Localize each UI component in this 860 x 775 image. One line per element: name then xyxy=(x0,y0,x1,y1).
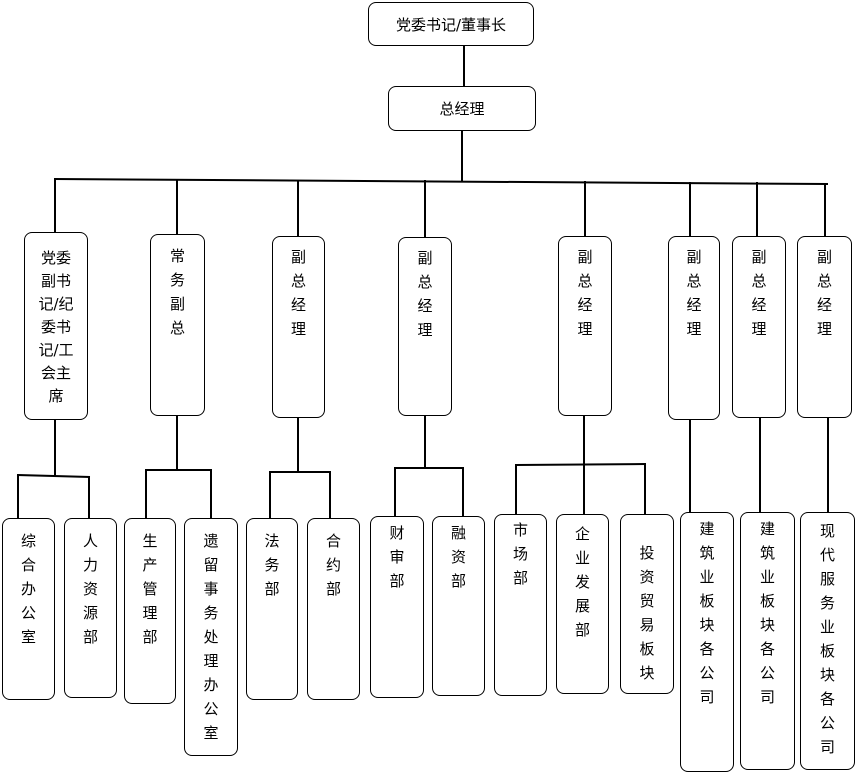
node-label: 人力资源部 xyxy=(82,532,98,646)
node-human-resources: 人力资源部 xyxy=(64,518,117,698)
node-investment-trade-sector: 投资贸易板块 xyxy=(620,514,674,694)
node-label: 建筑业板块各公司 xyxy=(759,520,775,706)
node-label: 生产管理部 xyxy=(142,532,158,646)
node-label: 副总经理 xyxy=(577,248,593,338)
node-label: 副总经理 xyxy=(686,248,702,338)
node-vice-general-manager-5: 副总经理 xyxy=(732,236,786,418)
node-label: 财审部 xyxy=(389,524,405,590)
connector-deputy-1-branch xyxy=(16,473,91,479)
node-label: 党委副书记/纪委书记/工会主席 xyxy=(38,249,74,405)
node-label: 党委书记/董事长 xyxy=(395,15,507,34)
node-construction-companies-1: 建筑业板块各公司 xyxy=(680,512,734,772)
connector-deputy-5-branch xyxy=(514,462,647,467)
node-party-secretary-chairman: 党委书记/董事长 xyxy=(368,2,534,46)
node-label: 现代服务业板块各公司 xyxy=(819,522,835,756)
node-label: 遗留事务处理办公室 xyxy=(203,532,219,742)
node-label: 投资贸易板块 xyxy=(639,544,655,682)
node-enterprise-development-department: 企业发展部 xyxy=(556,514,609,694)
node-vice-general-manager-4: 副总经理 xyxy=(668,236,720,420)
node-label: 建筑业板块各公司 xyxy=(699,520,715,706)
main-bus-line xyxy=(53,177,829,186)
node-label: 市场部 xyxy=(512,521,528,587)
node-label: 综合办公室 xyxy=(20,532,36,646)
node-marketing-department: 市场部 xyxy=(494,514,547,696)
node-executive-vice-president: 常务副总 xyxy=(150,234,205,416)
node-financing-department: 融资部 xyxy=(432,516,485,696)
node-label: 企业发展部 xyxy=(574,525,590,639)
node-general-manager: 总经理 xyxy=(388,86,536,131)
node-vice-general-manager-1: 副总经理 xyxy=(272,236,325,418)
node-label: 副总经理 xyxy=(816,248,832,338)
node-modern-services-companies: 现代服务业板块各公司 xyxy=(800,512,855,770)
node-construction-companies-2: 建筑业板块各公司 xyxy=(740,512,795,770)
node-label: 常务副总 xyxy=(169,247,185,337)
node-legacy-affairs-office: 遗留事务处理办公室 xyxy=(184,518,238,756)
node-general-office: 综合办公室 xyxy=(2,518,55,700)
node-production-management: 生产管理部 xyxy=(124,518,176,704)
node-vice-general-manager-3: 副总经理 xyxy=(558,236,612,416)
node-vice-general-manager-2: 副总经理 xyxy=(398,237,452,416)
node-party-deputy-secretary: 党委副书记/纪委书记/工会主席 xyxy=(24,232,88,420)
node-label: 法务部 xyxy=(264,532,280,598)
node-label: 融资部 xyxy=(450,524,466,590)
node-vice-general-manager-6: 副总经理 xyxy=(797,236,852,418)
node-finance-audit-department: 财审部 xyxy=(370,516,424,698)
node-label: 副总经理 xyxy=(417,249,433,339)
node-contracts-department: 合约部 xyxy=(307,518,360,700)
node-label: 合约部 xyxy=(325,532,341,598)
node-label: 副总经理 xyxy=(290,248,306,338)
node-legal-department: 法务部 xyxy=(246,518,298,700)
node-label: 副总经理 xyxy=(751,248,767,338)
node-label: 总经理 xyxy=(439,100,485,118)
